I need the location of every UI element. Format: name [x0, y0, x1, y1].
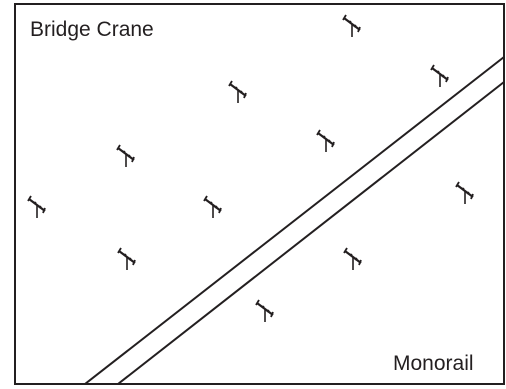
region-label-bridge-crane: Bridge Crane — [30, 18, 154, 41]
diagram-border — [14, 3, 505, 385]
monorail-track-upper-edge — [84, 56, 505, 385]
region-label-monorail: Monorail — [393, 352, 474, 375]
monorail-track-lower-edge — [117, 81, 505, 385]
